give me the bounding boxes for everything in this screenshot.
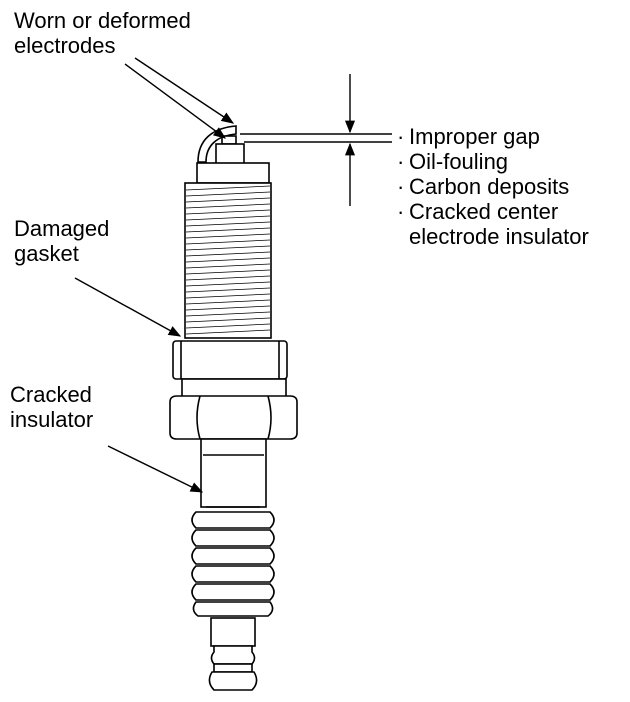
label-worn-line1: Worn or deformed	[14, 8, 191, 33]
arrow-worn-2	[124, 63, 227, 139]
threaded-section	[184, 182, 272, 339]
label-cracked-line1: Cracked	[10, 382, 92, 407]
thread-lines	[185, 185, 271, 335]
arrow-insulator	[107, 445, 204, 493]
list-item: · Cracked center electrode insulator	[395, 199, 589, 249]
label-cracked-line2: insulator	[10, 407, 94, 432]
condition-electrode-insulator: electrode insulator	[409, 224, 589, 249]
arrow-worn-1	[134, 57, 235, 124]
label-damaged-line2: gasket	[14, 241, 79, 266]
label-cracked-insulator: Cracked insulator	[10, 382, 93, 432]
list-item: · Oil-fouling	[395, 149, 589, 174]
condition-cracked-center: Cracked center	[409, 199, 559, 224]
label-worn-line2: electrodes	[14, 33, 116, 58]
label-worn-electrodes: Worn or deformed electrodes	[14, 8, 191, 58]
label-damaged-gasket: Damaged gasket	[14, 216, 109, 266]
insulator-ribs	[191, 511, 275, 617]
label-damaged-line1: Damaged	[14, 216, 110, 241]
spark-plug	[169, 125, 298, 691]
bullet: ·	[397, 174, 405, 199]
bullet: ·	[397, 149, 405, 174]
list-item: · Carbon deposits	[395, 174, 589, 199]
insulator	[200, 438, 267, 508]
leader-arrows	[74, 57, 235, 493]
tip-conditions-list: · Improper gap · Oil-fouling · Carbon de…	[395, 124, 589, 249]
arrow-gasket	[74, 277, 182, 337]
condition-carbon-deposits: Carbon deposits	[409, 174, 570, 199]
condition-improper-gap: Improper gap	[409, 124, 540, 149]
gap-dimension	[240, 74, 392, 206]
bullet: ·	[397, 124, 405, 149]
ground-electrode	[197, 125, 237, 163]
list-item: · Improper gap	[395, 124, 589, 149]
condition-oil-fouling: Oil-fouling	[409, 149, 509, 174]
gasket	[172, 340, 288, 380]
hex-nut	[169, 395, 298, 440]
bullet: ·	[397, 199, 405, 224]
terminal	[210, 617, 256, 647]
